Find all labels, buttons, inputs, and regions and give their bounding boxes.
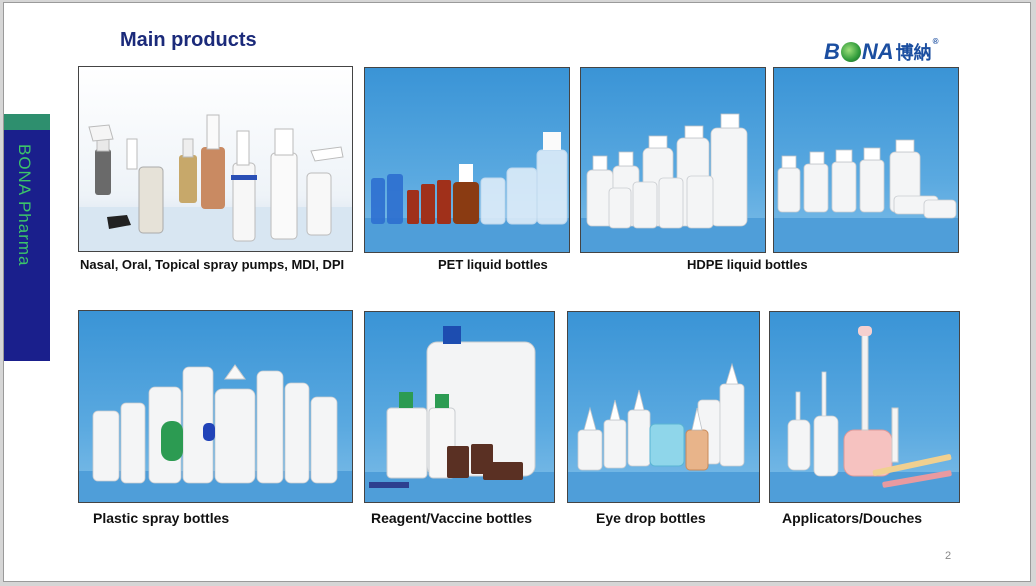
caption-applicators: Applicators/Douches — [782, 510, 923, 526]
sidebar-label: BONA Pharma — [15, 144, 34, 267]
slide: Main products B NA 博納 ® BONA Pharma — [3, 2, 1031, 582]
page-number: 2 — [945, 550, 952, 562]
caption-spray-pumps: Nasal, Oral, Topical spray pumps, MDI, D… — [80, 257, 345, 272]
hdpe-bottles-image — [580, 67, 766, 253]
caption-reagent: Reagent/Vaccine bottles — [371, 510, 533, 526]
caption-hdpe: HDPE liquid bottles — [687, 257, 808, 272]
globe-icon — [840, 42, 861, 62]
applicators-douches-image — [769, 311, 960, 503]
pet-bottles-illustration — [365, 132, 569, 252]
applicators-douches-illustration — [770, 326, 959, 502]
hdpe-bottles-illustration — [581, 113, 765, 252]
sidebar-tab: BONA Pharma — [4, 114, 50, 361]
hdpe-small-bottles-image — [773, 67, 959, 253]
hdpe-small-bottles-illustration — [774, 139, 958, 252]
caption-plastic-spray: Plastic spray bottles — [93, 510, 230, 526]
page-title: Main products — [120, 29, 257, 51]
registered-mark: ® — [932, 37, 939, 46]
eye-drop-bottles-image — [567, 311, 760, 503]
eye-drop-bottles-illustration — [568, 362, 759, 502]
logo-letter-b: B — [824, 39, 840, 64]
caption-pet: PET liquid bottles — [438, 257, 548, 272]
plastic-spray-bottles-image — [78, 310, 353, 503]
reagent-vaccine-bottles-illustration — [365, 326, 554, 502]
spray-pumps-image — [78, 66, 353, 252]
pet-bottles-image — [364, 67, 570, 253]
reagent-vaccine-bottles-image — [364, 311, 555, 503]
spray-pumps-illustration — [79, 114, 352, 251]
sidebar-cap — [4, 114, 50, 130]
bona-logo: B NA 博納 ® — [824, 37, 939, 67]
logo-letters-na: NA — [861, 39, 894, 64]
logo-chinese: 博納 — [895, 43, 932, 63]
caption-eye-drop: Eye drop bottles — [596, 510, 706, 526]
plastic-spray-bottles-illustration — [79, 364, 352, 502]
